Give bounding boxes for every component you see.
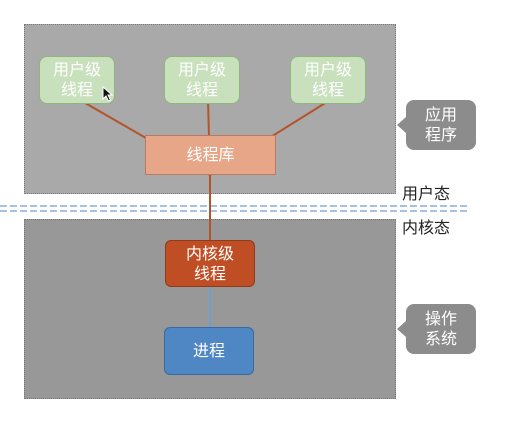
kernel-mode-label: 内核态 bbox=[402, 218, 451, 237]
thread-library-box: 线程库 bbox=[145, 135, 276, 175]
application-callout-line2: 程序 bbox=[424, 125, 457, 144]
user-thread-1-line2: 线程 bbox=[60, 80, 93, 99]
mouse-cursor-icon bbox=[102, 86, 114, 102]
process-label: 进程 bbox=[192, 341, 225, 360]
user-mode-label: 用户态 bbox=[402, 184, 451, 203]
user-thread-3-line1: 用户级 bbox=[303, 60, 352, 79]
thread-library-label: 线程库 bbox=[186, 145, 235, 164]
user-thread-3: 用户级 线程 bbox=[290, 56, 366, 104]
os-callout: 操作 系统 bbox=[397, 304, 476, 354]
user-thread-2: 用户级 线程 bbox=[164, 56, 240, 104]
application-callout-line1: 应用 bbox=[424, 105, 457, 124]
user-thread-2-line1: 用户级 bbox=[177, 60, 226, 79]
kernel-thread-box: 内核级 线程 bbox=[165, 240, 255, 287]
user-thread-2-line2: 线程 bbox=[185, 80, 218, 99]
user-thread-1-line1: 用户级 bbox=[52, 60, 101, 79]
os-callout-line2: 系统 bbox=[424, 329, 457, 348]
user-thread-1: 用户级 线程 bbox=[39, 56, 115, 104]
user-thread-3-line2: 线程 bbox=[311, 80, 344, 99]
os-callout-line1: 操作 bbox=[424, 309, 457, 328]
kernel-thread-line2: 线程 bbox=[193, 263, 226, 283]
process-box: 进程 bbox=[164, 327, 254, 375]
application-callout: 应用 程序 bbox=[397, 100, 476, 150]
kernel-thread-line1: 内核级 bbox=[185, 243, 234, 263]
